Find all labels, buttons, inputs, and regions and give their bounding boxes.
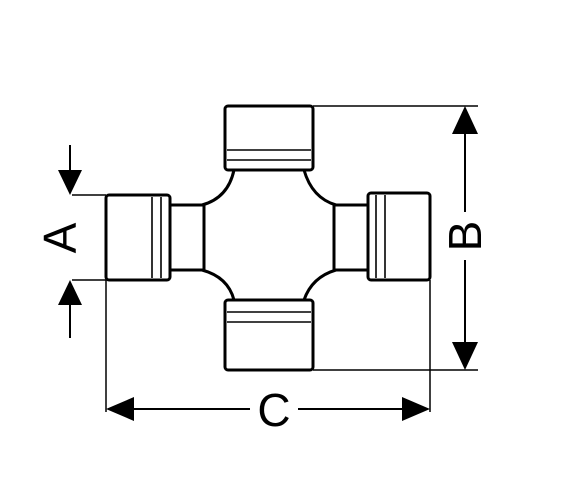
cross-body (200, 168, 338, 302)
dimension-a-arrow-bottom (58, 280, 82, 305)
dimension-a: A (34, 145, 106, 338)
dimension-c-label: C (257, 384, 290, 436)
top-bearing-cap (223, 104, 315, 172)
dimension-b-arrow-bottom (452, 342, 478, 370)
dimension-a-arrow-top (58, 170, 82, 195)
left-trunnion-neck (168, 203, 206, 272)
dimension-c-arrow-right (402, 397, 430, 421)
left-bearing-cap (104, 193, 172, 282)
trunnion-necks (168, 203, 370, 272)
right-bearing-cap (366, 191, 432, 282)
dimension-b-arrow-top (452, 106, 478, 134)
right-trunnion-neck (332, 203, 370, 272)
dimension-b: B (313, 105, 491, 371)
dimension-c: C (105, 280, 431, 436)
bottom-bearing-cap (223, 298, 315, 372)
dimension-b-label: B (439, 221, 491, 252)
dimension-a-label: A (34, 222, 86, 253)
dimension-c-arrow-left (106, 397, 134, 421)
